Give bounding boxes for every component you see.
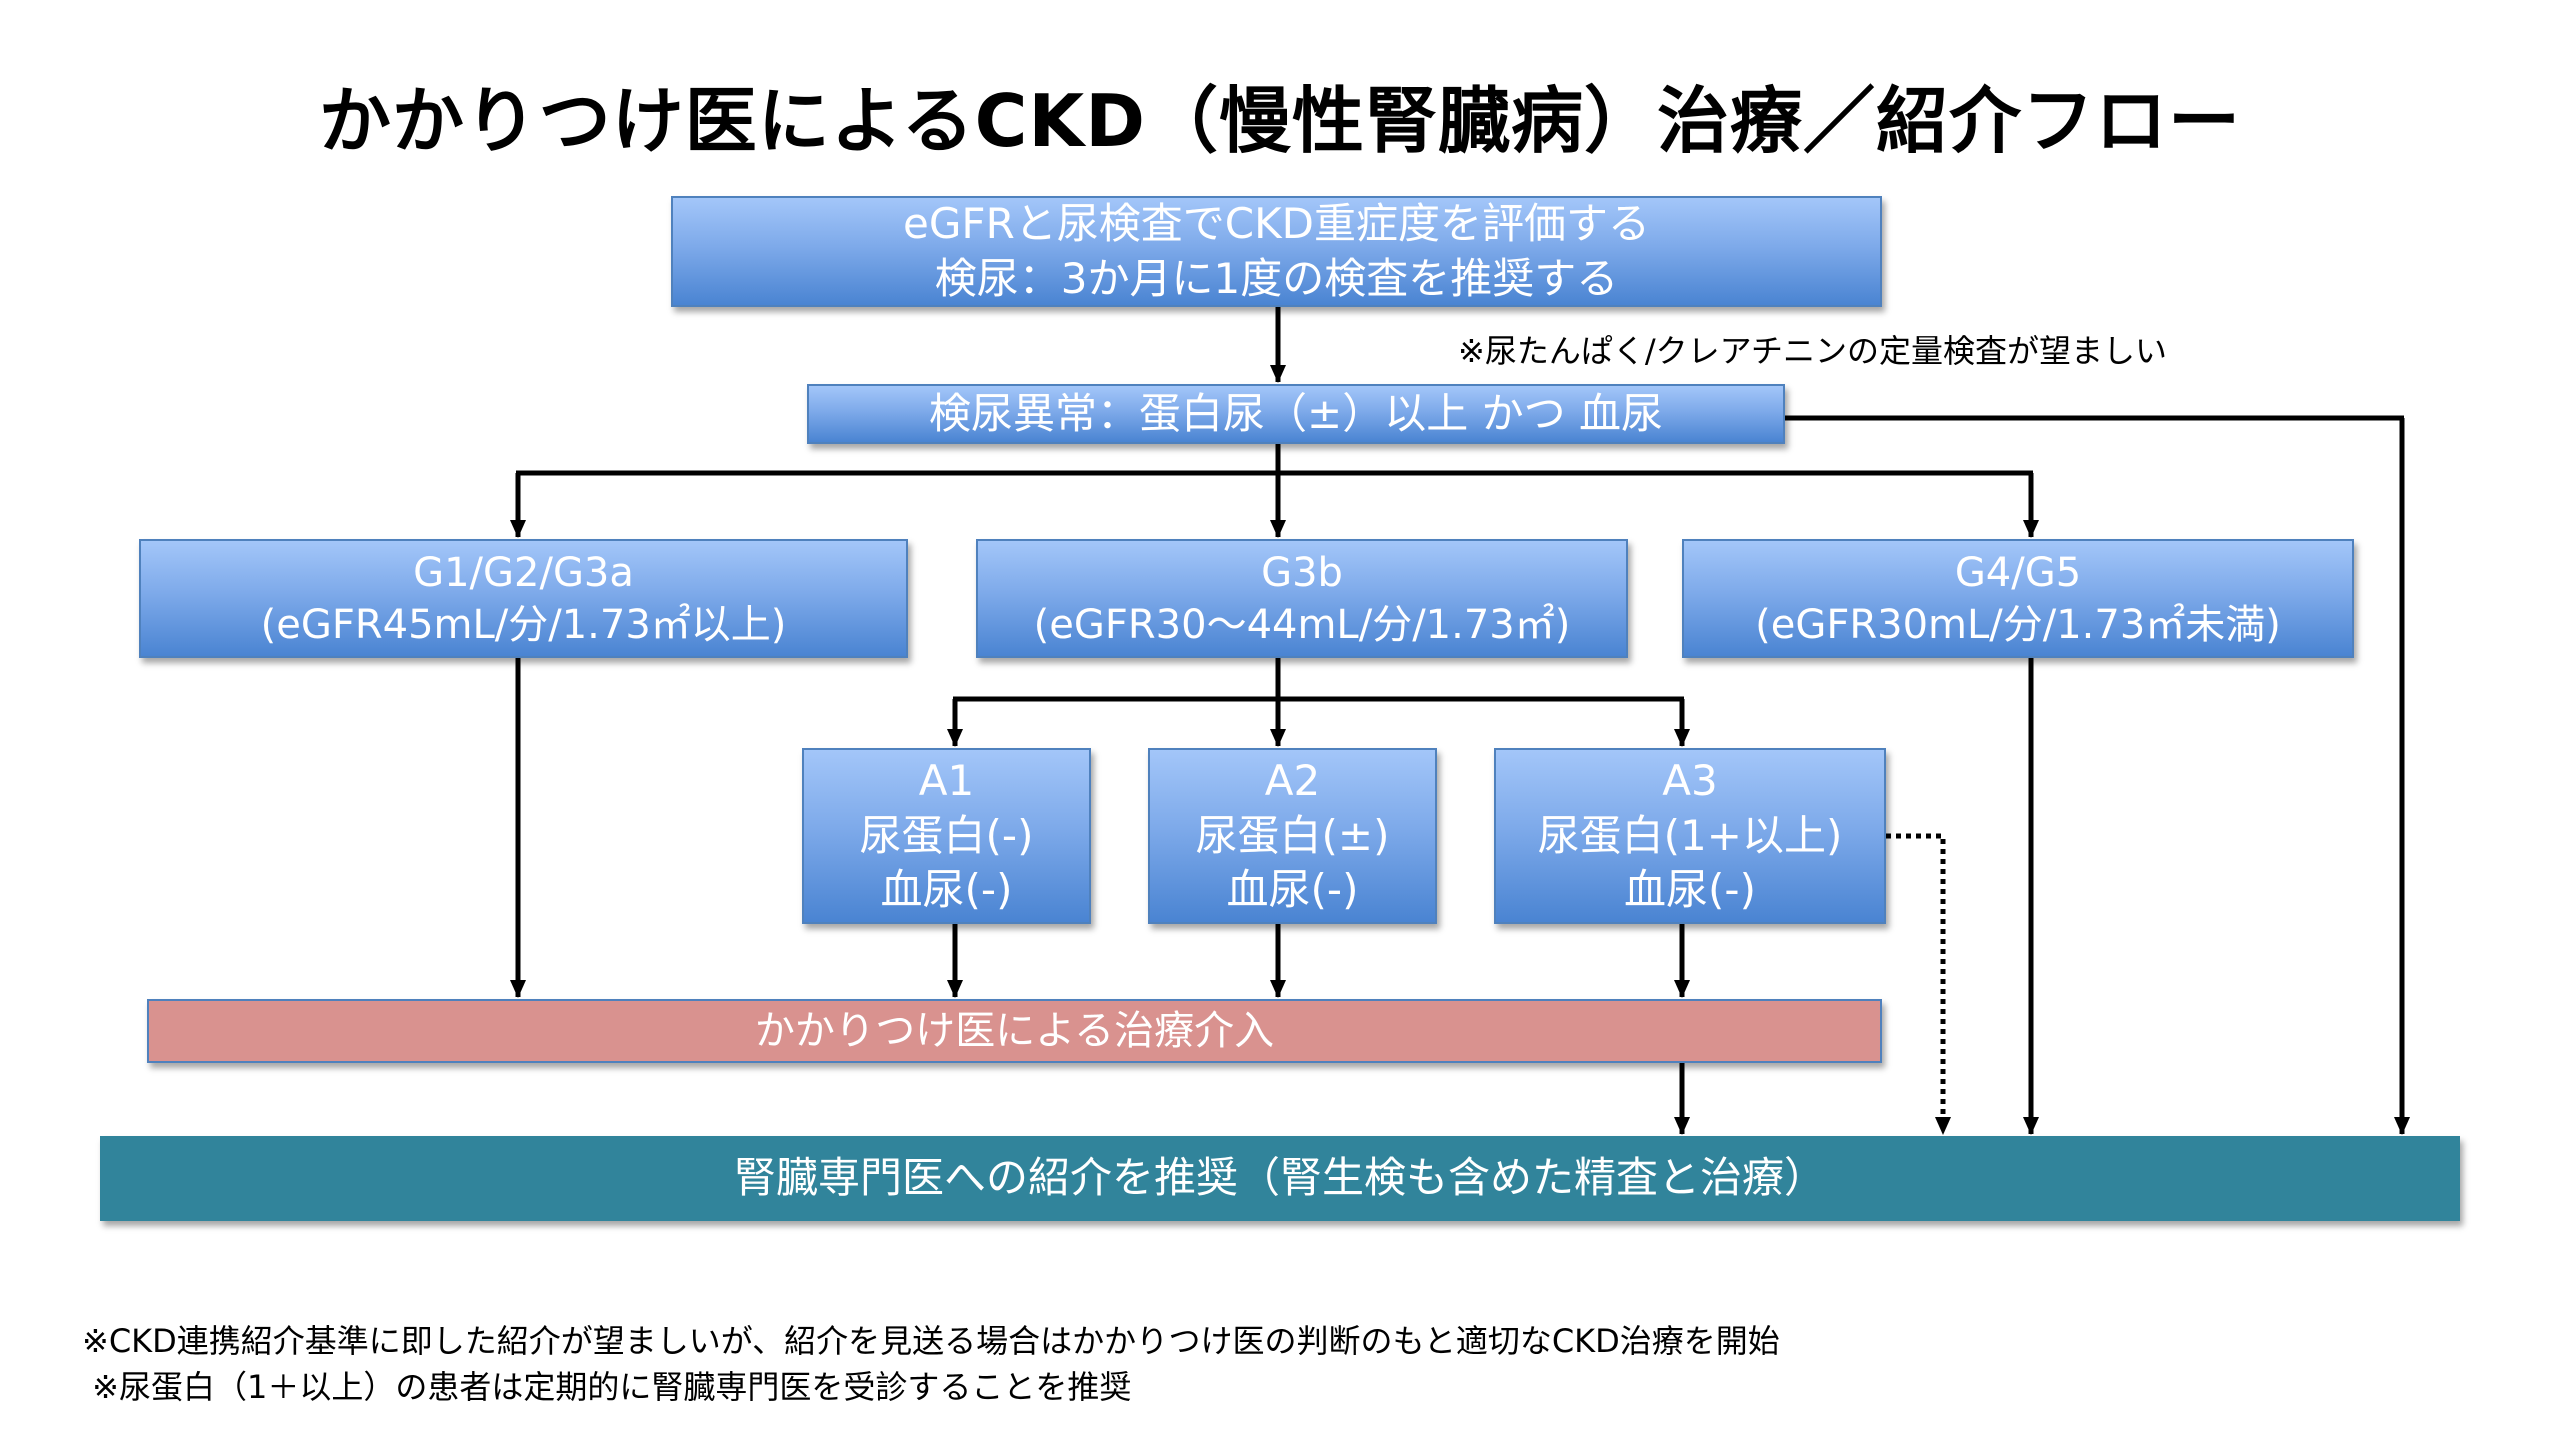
- abnormal-urine-box: 検尿異常：蛋白尿（±）以上 かつ 血尿: [807, 384, 1785, 444]
- g-box-g1-g3a: G1/G2/G3a (eGFR45mL/分/1.73㎡以上): [139, 539, 908, 658]
- page-title: かかりつけ医によるCKD（慢性腎臓病）治療／紹介フロー: [319, 79, 2241, 163]
- g-stage: G4/G5: [1954, 549, 2082, 596]
- referral-label: 腎臓専門医への紹介を推奨（腎生検も含めた精査と治療）: [733, 1153, 1826, 1203]
- side-note: ※尿たんぱく/クレアチニンの定量検査が望ましい: [1458, 332, 2167, 370]
- a-box-a2: A2 尿蛋白(±) 血尿(-): [1148, 748, 1437, 924]
- treatment-label: かかりつけ医による治療介入: [754, 1008, 1275, 1054]
- a-box-a3: A3 尿蛋白(1+以上) 血尿(-): [1494, 748, 1886, 924]
- a-stage: A2: [1264, 756, 1321, 806]
- a-stage: A1: [918, 756, 975, 806]
- g-box-g3b: G3b (eGFR30～44mL/分/1.73㎡): [976, 539, 1628, 658]
- a-blood: 血尿(-): [1226, 865, 1359, 915]
- a-box-a1: A1 尿蛋白(-) 血尿(-): [802, 748, 1091, 924]
- treatment-box: かかりつけ医による治療介入: [147, 999, 1882, 1063]
- footnote-2: ※尿蛋白（1＋以上）の患者は定期的に腎臓専門医を受診することを推奨: [82, 1368, 1132, 1406]
- g-range: (eGFR45mL/分/1.73㎡以上): [260, 601, 787, 648]
- a-stage: A3: [1662, 756, 1718, 806]
- g-box-g4-g5: G4/G5 (eGFR30mL/分/1.73㎡未満): [1682, 539, 2354, 658]
- footnote-1: ※CKD連携紹介基準に即した紹介が望ましいが、紹介を見送る場合はかかりつけ医の判…: [82, 1322, 1780, 1360]
- a-protein: 尿蛋白(±): [1195, 810, 1390, 860]
- a-blood: 血尿(-): [880, 865, 1013, 915]
- g-range: (eGFR30～44mL/分/1.73㎡): [1033, 601, 1571, 648]
- g-stage: G3b: [1261, 549, 1343, 596]
- g-stage: G1/G2/G3a: [413, 549, 634, 596]
- a-protein: 尿蛋白(-): [859, 810, 1034, 860]
- abnormal-urine-label: 検尿異常：蛋白尿（±）以上 かつ 血尿: [929, 388, 1663, 438]
- evaluation-box: eGFRと尿検査でCKD重症度を評価する 検尿：3か月に1度の検査を推奨する: [671, 196, 1882, 307]
- referral-box: 腎臓専門医への紹介を推奨（腎生検も含めた精査と治療）: [100, 1136, 2460, 1221]
- a-blood: 血尿(-): [1624, 865, 1756, 915]
- evaluation-line2: 検尿：3か月に1度の検査を推奨する: [934, 253, 1619, 303]
- evaluation-line1: eGFRと尿検査でCKD重症度を評価する: [903, 198, 1650, 248]
- a-protein: 尿蛋白(1+以上): [1537, 810, 1843, 860]
- g-range: (eGFR30mL/分/1.73㎡未満): [1755, 601, 2281, 648]
- dotted-a3-to-referral: [1886, 833, 1946, 1120]
